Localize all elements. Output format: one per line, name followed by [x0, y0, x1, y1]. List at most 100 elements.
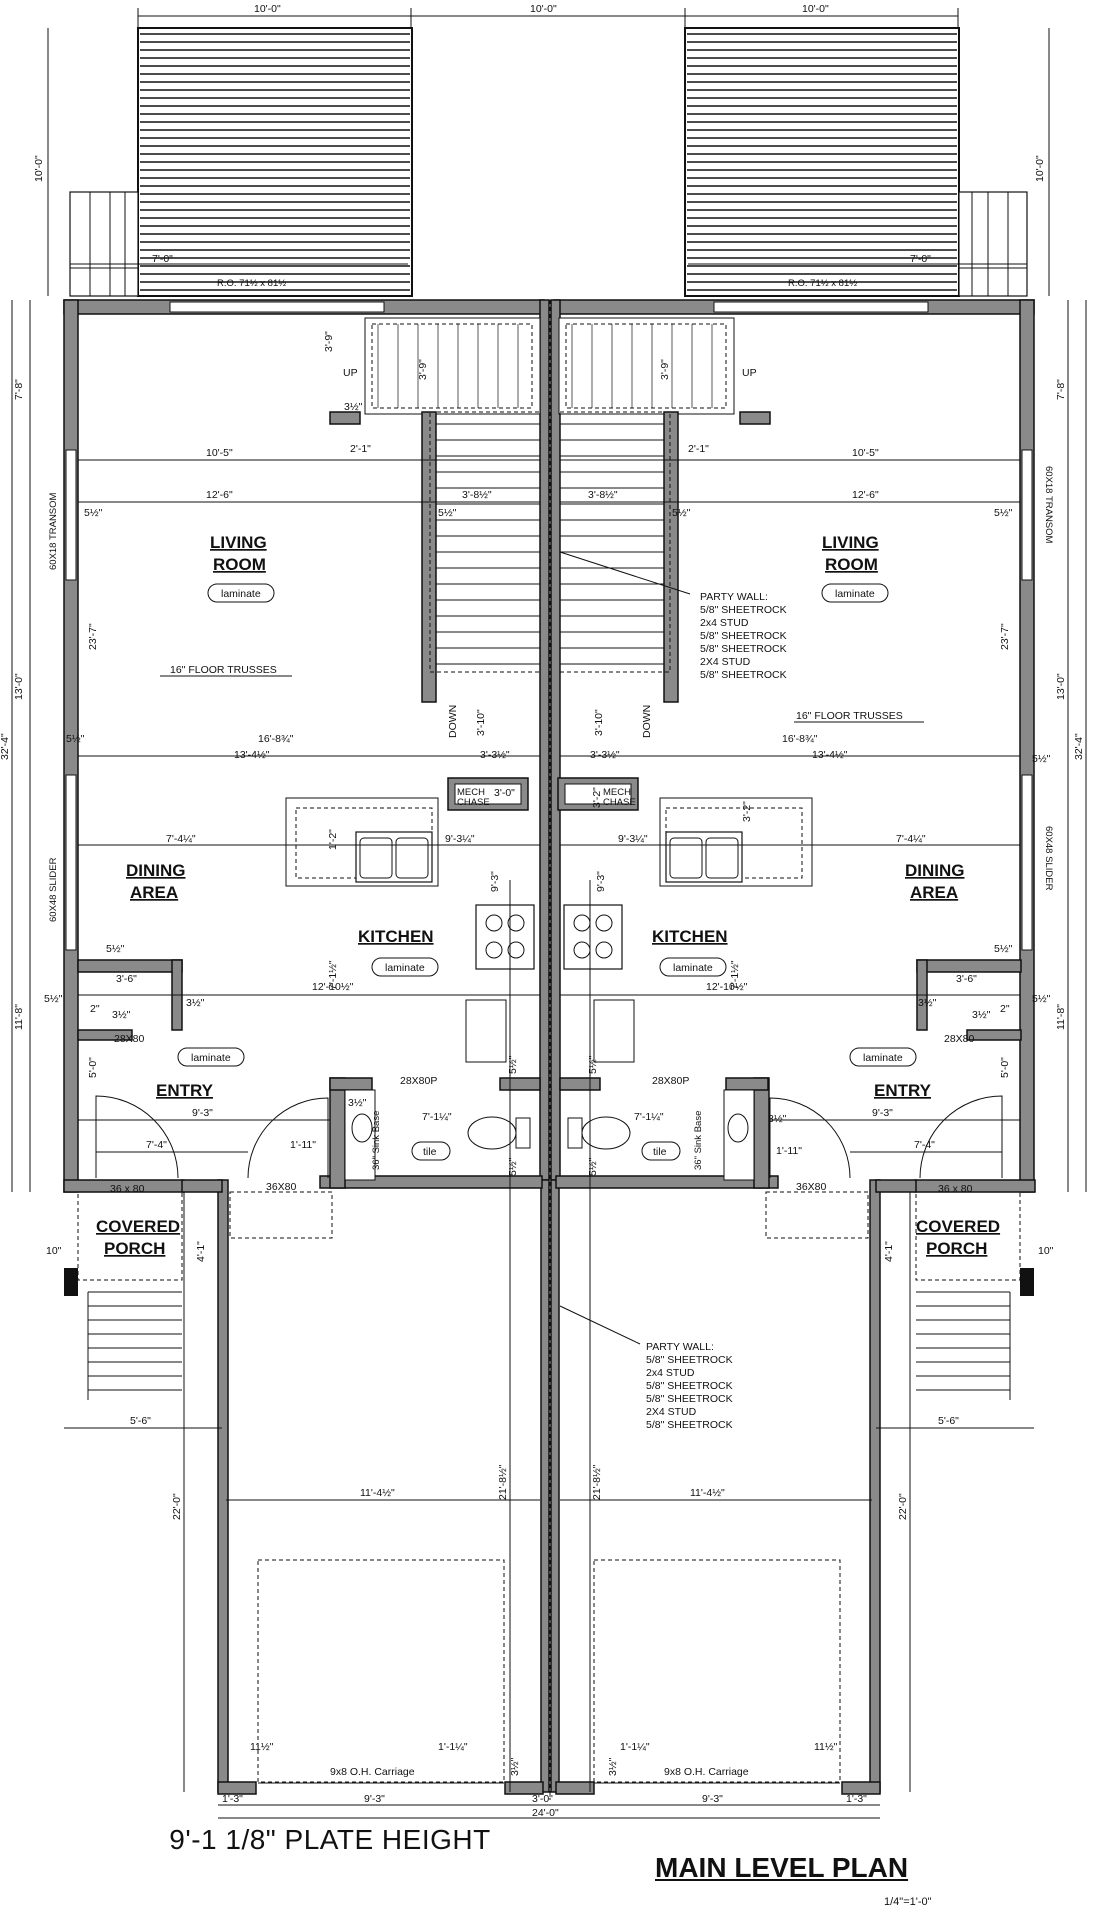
svg-text:1'-2": 1'-2" [327, 829, 339, 850]
svg-text:5/8" SHEETROCK: 5/8" SHEETROCK [646, 1354, 733, 1366]
svg-text:9'-3": 9'-3" [192, 1107, 213, 1119]
svg-text:10'-5": 10'-5" [852, 447, 879, 459]
svg-text:5½": 5½" [994, 507, 1013, 519]
svg-text:3'-6": 3'-6" [956, 973, 977, 985]
up-right: UP [742, 367, 757, 379]
svg-text:5½": 5½" [994, 943, 1013, 955]
svg-text:1'-3": 1'-3" [846, 1793, 867, 1805]
floor-tag-entry-right: laminate [863, 1052, 903, 1064]
svg-text:13'-0": 13'-0" [13, 673, 25, 700]
svg-text:5½": 5½" [507, 1055, 519, 1074]
sink-base-left: 36" Sink Base [371, 1111, 382, 1170]
svg-text:3½": 3½" [344, 401, 363, 413]
door-36x80-ext-left: 36 x 80 [110, 1183, 145, 1195]
svg-text:7'-4": 7'-4" [146, 1139, 167, 1151]
svg-text:16'-8¾": 16'-8¾" [258, 733, 294, 745]
svg-text:3½": 3½" [112, 1009, 131, 1021]
sink-base-right: 36" Sink Base [693, 1111, 704, 1170]
floor-trusses-right: 16" FLOOR TRUSSES [796, 710, 903, 722]
dining-area-label-left-1: DINING [126, 861, 186, 880]
floor-tag-kitchen-left: laminate [385, 962, 425, 974]
entry-label-right: ENTRY [874, 1081, 932, 1100]
svg-text:5'-6": 5'-6" [938, 1415, 959, 1427]
svg-text:5½": 5½" [438, 507, 457, 519]
floor-tag-kitchen-right: laminate [673, 962, 713, 974]
svg-text:4'-1": 4'-1" [883, 1241, 895, 1262]
svg-text:5½": 5½" [84, 507, 103, 519]
svg-text:2": 2" [90, 1003, 100, 1015]
deck-depth-left: 10'-0" [33, 155, 45, 182]
deck-width-left: 7'-0" [152, 253, 173, 265]
svg-text:5'-6": 5'-6" [130, 1415, 151, 1427]
svg-text:2'-1": 2'-1" [688, 443, 709, 455]
svg-text:5/8" SHEETROCK: 5/8" SHEETROCK [700, 630, 787, 642]
exterior-walls [63, 299, 1036, 1800]
svg-text:7'-8": 7'-8" [1055, 379, 1067, 400]
svg-text:11'-8": 11'-8" [1055, 1004, 1067, 1030]
svg-text:5/8" SHEETROCK: 5/8" SHEETROCK [700, 669, 787, 681]
svg-text:32'-4": 32'-4" [0, 733, 11, 760]
door-28x80-right: 28X80 [944, 1033, 975, 1045]
living-room-label-left-2: ROOM [213, 555, 266, 574]
kitchen-right [563, 797, 813, 1063]
svg-text:3½": 3½" [348, 1097, 367, 1109]
mech-chase [447, 777, 639, 811]
svg-text:3'-9": 3'-9" [417, 359, 429, 380]
scale-label: 1/4"=1'-0" [884, 1896, 932, 1908]
down-left: DOWN [447, 705, 459, 738]
svg-text:10": 10" [46, 1245, 62, 1257]
living-room-label-left-1: LIVING [210, 533, 267, 552]
garage [257, 1559, 841, 1784]
svg-text:5/8" SHEETROCK: 5/8" SHEETROCK [700, 643, 787, 655]
door-36x80-left: 36X80 [266, 1181, 297, 1193]
svg-text:22'-0": 22'-0" [171, 1493, 183, 1520]
svg-text:3'-10": 3'-10" [593, 709, 605, 736]
svg-text:4'-1": 4'-1" [195, 1241, 207, 1262]
svg-text:5½": 5½" [66, 733, 85, 745]
slider-right: 60X48 SLIDER [1043, 826, 1054, 891]
svg-text:1'-1¼": 1'-1¼" [438, 1741, 468, 1753]
svg-text:13'-4½": 13'-4½" [234, 749, 270, 761]
svg-text:7'-8": 7'-8" [13, 379, 25, 400]
svg-text:9'-3": 9'-3" [872, 1107, 893, 1119]
svg-text:5½": 5½" [507, 1157, 519, 1176]
svg-text:1'-11": 1'-11" [290, 1139, 316, 1151]
svg-text:3½": 3½" [972, 1009, 991, 1021]
dimension-lines [11, 300, 1087, 1819]
svg-text:3½": 3½" [509, 1757, 521, 1776]
rough-opening-left: R.O. 71½ x 81½ [217, 278, 286, 289]
svg-text:5/8" SHEETROCK: 5/8" SHEETROCK [646, 1380, 733, 1392]
mech-chase-left-1: MECH [457, 787, 485, 798]
svg-text:5½": 5½" [672, 507, 691, 519]
svg-text:3'-0": 3'-0" [532, 1793, 553, 1805]
plate-height-label: 9'-1 1/8" PLATE HEIGHT [169, 1824, 491, 1855]
stairs [329, 317, 771, 703]
covered-porch-label-right-2: PORCH [926, 1239, 987, 1258]
top-dim-1: 10'-0" [254, 3, 281, 15]
down-right: DOWN [641, 705, 653, 738]
svg-text:5½": 5½" [587, 1055, 599, 1074]
svg-text:3½": 3½" [768, 1113, 787, 1125]
svg-text:1'-3": 1'-3" [222, 1793, 243, 1805]
living-room-label-right-1: LIVING [822, 533, 879, 552]
svg-text:2'-1": 2'-1" [350, 443, 371, 455]
svg-text:11½": 11½" [814, 1741, 838, 1753]
svg-text:7'-1¼": 7'-1¼" [422, 1111, 452, 1123]
porch-steps [87, 1291, 1011, 1400]
covered-porch-label-left-1: COVERED [96, 1217, 180, 1236]
svg-text:3'-3½": 3'-3½" [590, 749, 620, 761]
svg-text:11'-4½": 11'-4½" [360, 1487, 395, 1499]
svg-text:12'-10½": 12'-10½" [312, 981, 354, 993]
svg-text:9'-3¼": 9'-3¼" [618, 833, 648, 845]
deck-depth-right: 10'-0" [1034, 155, 1046, 182]
covered-porch-label-left-2: PORCH [104, 1239, 165, 1258]
svg-text:21'-8½": 21'-8½" [591, 1464, 603, 1500]
svg-text:2X4 STUD: 2X4 STUD [646, 1406, 697, 1418]
party-wall-note-top: PARTY WALL: 5/8" SHEETROCK 2x4 STUD 5/8"… [559, 551, 787, 681]
bath-left [329, 1077, 541, 1189]
svg-text:3'-2": 3'-2" [741, 801, 753, 822]
svg-text:5'-0": 5'-0" [87, 1057, 99, 1078]
floor-plan-drawing: 10'-0" 10'-0" 10'-0" 10'-0" 10'-0" 7'-0"… [0, 3, 1087, 1819]
svg-text:3½": 3½" [186, 997, 205, 1009]
svg-text:12'-6": 12'-6" [206, 489, 233, 501]
